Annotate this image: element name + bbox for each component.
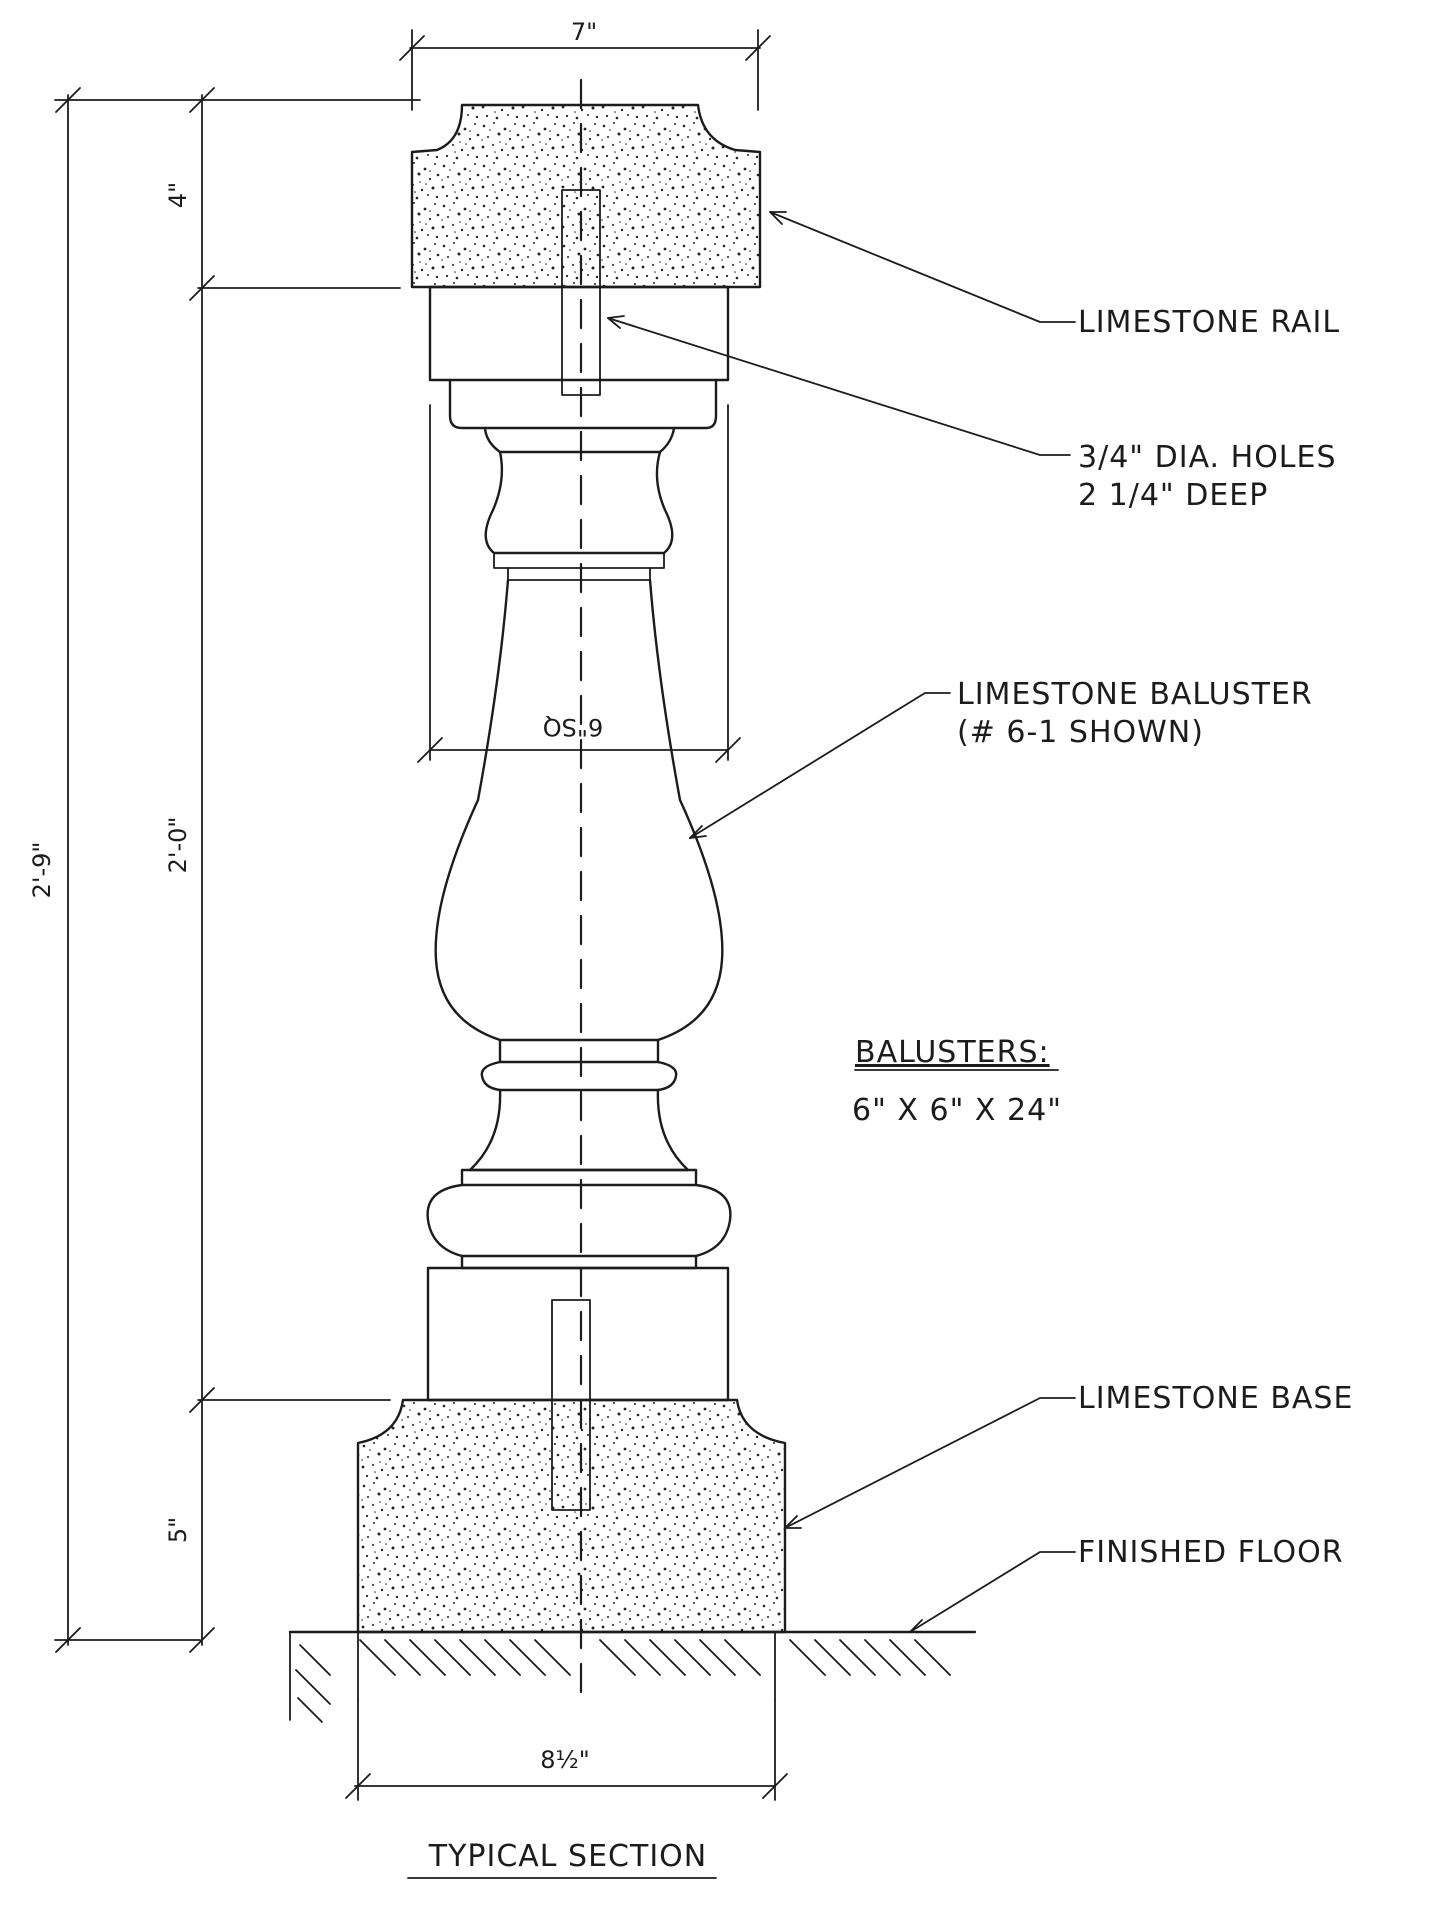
limestone-rail	[410, 103, 762, 289]
limestone-baluster	[426, 285, 732, 1402]
dowel-holes	[551, 189, 601, 1511]
label-baluster-line2: (# 6-1 SHOWN)	[957, 715, 1204, 750]
label-balusters-size: 6" X 6" X 24"	[852, 1093, 1062, 1128]
dim-base-width: 8½"	[540, 1746, 590, 1774]
dim-rail-height: 4"	[164, 182, 192, 208]
dim-baluster-square: 6"SQ	[543, 713, 603, 741]
label-limestone-rail: LIMESTONE RAIL	[1078, 305, 1340, 340]
dim-baluster-height: 2'-0"	[164, 817, 192, 874]
label-limestone-base: LIMESTONE BASE	[1078, 1381, 1353, 1416]
drawing-title: TYPICAL SECTION	[428, 1839, 707, 1874]
finished-floor	[288, 1630, 977, 1723]
dim-base-height: 5"	[164, 1517, 192, 1543]
dim-top-width: 7"	[571, 18, 597, 46]
limestone-base	[356, 1398, 787, 1634]
leader-lines	[607, 211, 1076, 1633]
label-baluster-line1: LIMESTONE BALUSTER	[957, 677, 1313, 712]
label-balusters-heading: BALUSTERS:	[855, 1035, 1050, 1070]
label-holes-line2: 2 1/4" DEEP	[1078, 478, 1268, 513]
label-holes-line1: 3/4" DIA. HOLES	[1078, 440, 1337, 475]
label-finished-floor: FINISHED FLOOR	[1078, 1535, 1344, 1570]
dimension-lines	[54, 29, 788, 1801]
dim-total-height: 2'-9"	[28, 842, 56, 899]
